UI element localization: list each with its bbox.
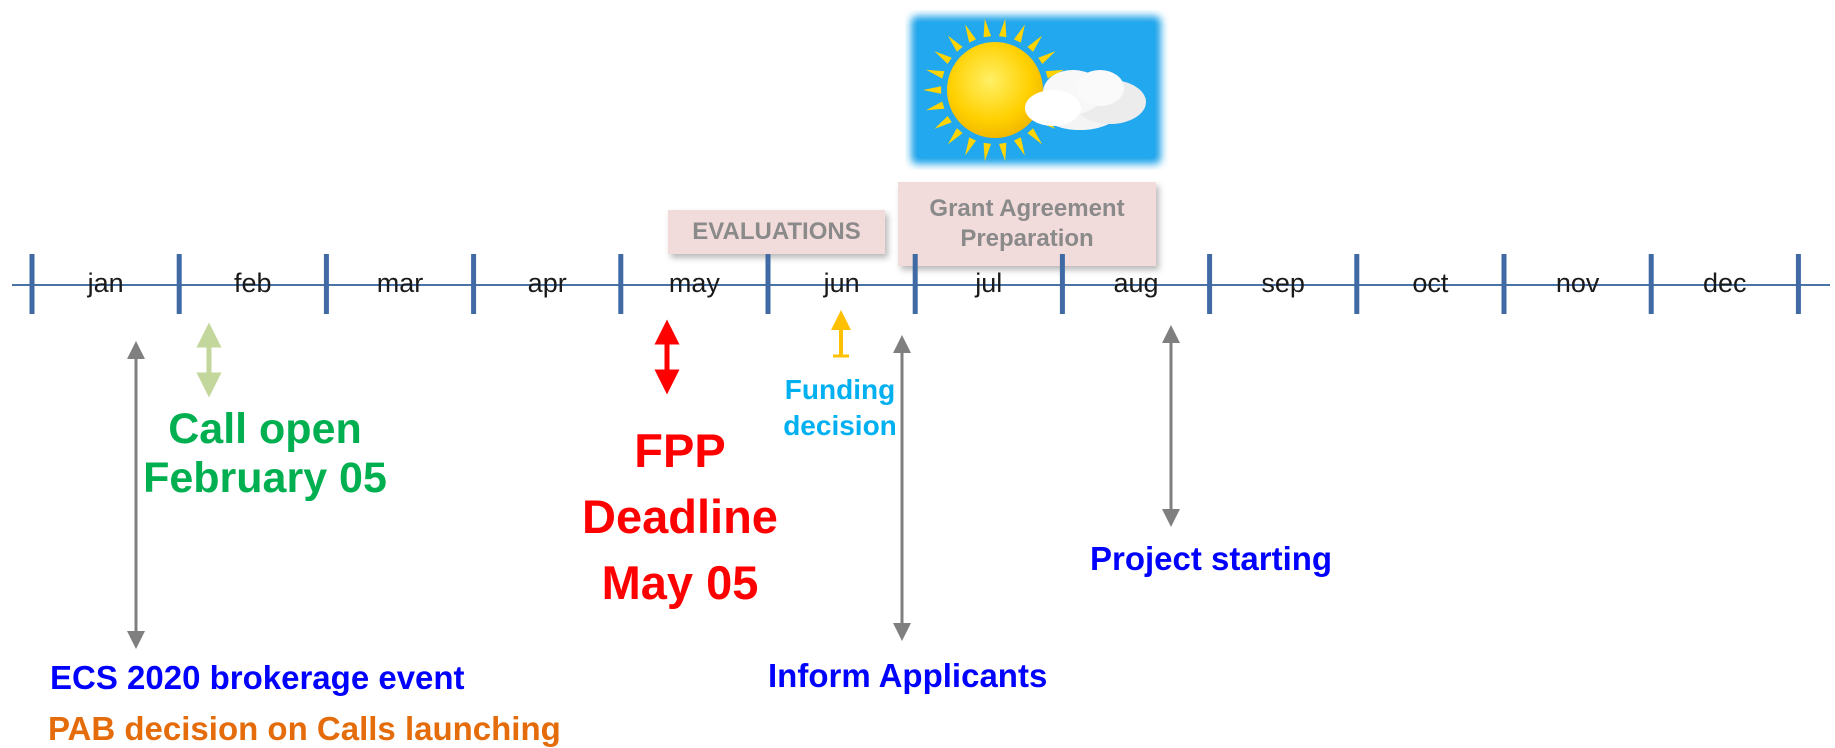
sun-ray xyxy=(1027,128,1043,145)
sun-ray xyxy=(923,86,942,94)
call-open-line1: Call open xyxy=(168,405,362,453)
month-label-mar: mar xyxy=(376,268,424,298)
month-label-jun: jun xyxy=(823,268,860,298)
sun-ray xyxy=(1027,35,1043,52)
sun-ray xyxy=(1013,137,1025,156)
month-label-dec: dec xyxy=(1703,268,1747,298)
sun-ray xyxy=(947,35,963,52)
sun-ray xyxy=(1013,24,1025,43)
fpp-deadline-label: FPP Deadline May 05 xyxy=(560,418,800,615)
pab-decision-label: PAB decision on Calls launching xyxy=(48,710,561,747)
grant-agreement-line1: Grant Agreement xyxy=(929,195,1125,222)
funding-decision-label: Funding decision xyxy=(775,372,905,445)
inform-applicants-label: Inform Applicants xyxy=(768,657,1048,694)
month-label-sep: sep xyxy=(1261,268,1305,298)
sun-ray xyxy=(998,142,1007,162)
sun-ray xyxy=(1045,69,1065,79)
evaluations-label: EVALUATIONS xyxy=(692,218,861,245)
sun-ray xyxy=(983,18,992,38)
month-label-jan: jan xyxy=(87,268,124,298)
fpp-line3: May 05 xyxy=(601,555,759,609)
month-label-aug: aug xyxy=(1113,268,1159,298)
sun-ray xyxy=(983,142,992,162)
call-open-label: Call open February 05 xyxy=(140,405,390,504)
sun-ray xyxy=(998,18,1007,38)
sun-ray xyxy=(925,101,945,111)
month-label-may: may xyxy=(668,268,720,298)
month-label-nov: nov xyxy=(1555,268,1600,298)
sun-cloud-icon xyxy=(911,16,1161,164)
month-label-feb: feb xyxy=(234,268,272,298)
sun-ray xyxy=(1038,51,1056,65)
sun-ray xyxy=(925,69,945,79)
call-open-line2: February 05 xyxy=(143,454,387,503)
sun-ray xyxy=(947,128,963,145)
grant-agreement-box: Grant Agreement Preparation xyxy=(898,182,1156,266)
fpp-line2: Deadline xyxy=(582,489,778,543)
month-label-oct: oct xyxy=(1412,268,1449,298)
fpp-line1: FPP xyxy=(634,424,726,477)
evaluations-box: EVALUATIONS xyxy=(668,210,885,254)
sun-ray xyxy=(965,24,977,43)
funding-line1: Funding xyxy=(784,374,896,405)
funding-line2: decision xyxy=(783,410,897,442)
sun-ray xyxy=(934,115,952,129)
month-label-jul: jul xyxy=(975,268,1003,298)
ecs-brokerage-label: ECS 2020 brokerage event xyxy=(50,659,465,696)
grant-agreement-line2: Preparation xyxy=(960,225,1094,252)
month-label-apr: apr xyxy=(527,268,567,298)
project-starting-label: Project starting xyxy=(1090,540,1333,577)
sun-ray xyxy=(934,51,952,65)
sun-ray xyxy=(965,137,977,156)
